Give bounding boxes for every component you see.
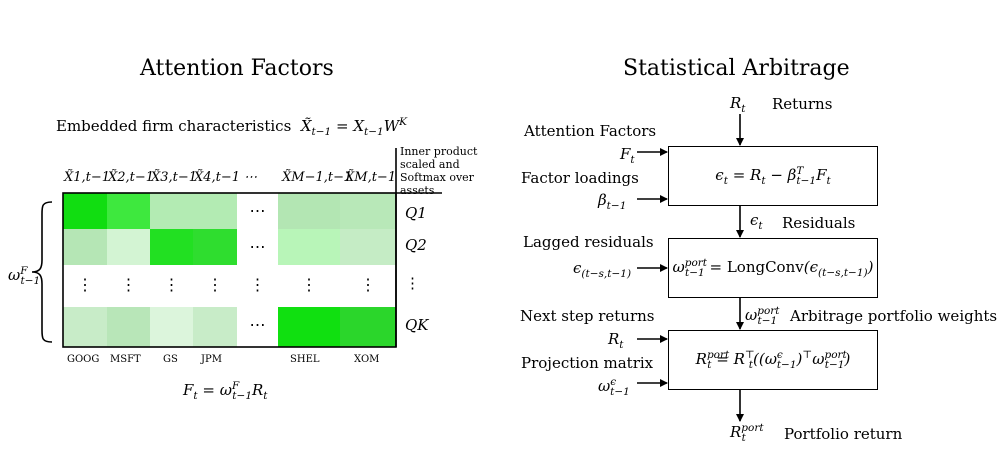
heatmap-cell <box>63 229 107 265</box>
heatmap-border <box>62 192 397 348</box>
heatmap-cell <box>107 307 150 347</box>
heatmap-cell <box>107 229 150 265</box>
heatmap-vdots: ⋮ <box>77 275 93 294</box>
heatmap-cell <box>193 193 237 229</box>
ticker-label: GOOG <box>67 354 100 365</box>
arbitrage-weights-label: Arbitrage portfolio weights <box>790 307 997 325</box>
heatmap-vdots: ⋮ <box>360 275 376 294</box>
heatmap-cell <box>150 193 193 229</box>
longconv-box: ωportt−1 = LongConv(ϵ(t−s,t−1)) <box>668 238 878 298</box>
heatmap-cell <box>278 229 340 265</box>
heatmap-vdots: ⋮ <box>207 275 223 294</box>
column-header: X̃3,t−1 <box>151 170 198 185</box>
heatmap-cell <box>150 229 193 265</box>
omega-port-symbol: ωportt−1 <box>745 305 780 327</box>
statistical-arbitrage-title: Statistical Arbitrage <box>623 56 850 81</box>
factor-equation: Ft = ωFt−1Rt <box>183 380 268 402</box>
column-header: X̃4,t−1 <box>194 170 241 185</box>
column-header: X̃M,t−1 <box>345 170 397 185</box>
ticker-label: JPM <box>201 354 222 365</box>
eps-residual-symbol: ϵt <box>750 211 763 232</box>
heatmap-hdots: ⋯ <box>249 237 266 256</box>
heatmap-cell <box>107 193 150 229</box>
column-header: X̃M−1,t−1 <box>282 170 353 185</box>
factor-loadings-label: Factor loadings <box>521 169 639 187</box>
heatmap-vdots: ⋮ <box>163 275 180 294</box>
heatmap-cell <box>340 193 396 229</box>
residuals-label: Residuals <box>782 214 856 232</box>
query-row-label: QK <box>405 316 429 334</box>
heatmap-cell <box>193 307 237 347</box>
ticker-label: SHEL <box>290 354 320 365</box>
heatmap-hdots: ⋯ <box>249 201 266 220</box>
embedded-firm-characteristics-label: Embedded firm characteristics X̃t−1 = Xt… <box>56 116 408 138</box>
heatmap-cell <box>278 193 340 229</box>
omega-eps-input-symbol: ωϵt−1 <box>598 376 630 398</box>
heatmap-cell <box>150 307 193 347</box>
next-step-returns-label: Next step returns <box>520 307 655 325</box>
query-row-label: Q2 <box>405 236 427 254</box>
query-row-label: ⋮ <box>405 274 420 292</box>
eps-lag-input-symbol: ϵ(t−s,t−1) <box>573 259 632 280</box>
ticker-label: XOM <box>354 354 380 365</box>
ticker-label: GS <box>163 354 178 365</box>
longconv-equation: ωportt−1 = LongConv(ϵ(t−s,t−1)) <box>672 257 874 279</box>
rt-port-output-symbol: Rportt <box>730 422 764 444</box>
lagged-residuals-label: Lagged residuals <box>523 233 654 251</box>
column-header: X̃2,t−1 <box>108 170 155 185</box>
heatmap-vdots: ⋮ <box>301 275 317 294</box>
heatmap-cell <box>278 307 340 347</box>
beta-input-symbol: βt−1 <box>598 191 627 212</box>
heatmap-hdots: ⋯ <box>249 315 266 334</box>
projection-matrix-label: Projection matrix <box>521 354 654 372</box>
residual-box: ϵt = Rt − βTt−1Ft <box>668 146 878 206</box>
heatmap-cell <box>340 307 396 347</box>
heatmap-cell <box>193 229 237 265</box>
portfolio-return-label: Portfolio return <box>784 425 903 443</box>
heatmap-vdots: ⋮ <box>249 275 266 294</box>
query-row-label: Q1 <box>405 204 427 222</box>
attention-factors-input-label: Attention Factors <box>524 122 657 140</box>
ticker-label: MSFT <box>110 354 141 365</box>
heatmap-cell <box>63 193 107 229</box>
ft-input-symbol: Ft <box>620 145 635 166</box>
heatmap-vdots: ⋮ <box>120 275 137 294</box>
inner-product-note: Inner product scaled and Softmax over as… <box>400 145 478 197</box>
portfolio-return-box: Rportt = R⊤t((ωϵt−1)⊤ωportt−1) <box>668 330 878 390</box>
omega-f-label: ωFt−1 <box>8 265 41 287</box>
residual-equation: ϵt = Rt − βTt−1Ft <box>715 165 831 187</box>
column-header: X̃1,t−1 <box>64 170 111 185</box>
returns-label: Returns <box>772 95 833 113</box>
portfolio-return-equation: Rportt = R⊤t((ωϵt−1)⊤ωportt−1) <box>695 349 851 371</box>
returns-rt-symbol: Rt <box>730 94 746 115</box>
omega-brace <box>31 201 53 343</box>
attention-factors-title: Attention Factors <box>140 56 334 81</box>
heatmap-cell <box>340 229 396 265</box>
column-header: ⋯ <box>244 170 257 185</box>
heatmap-cell <box>63 307 107 347</box>
rt-next-input-symbol: Rt <box>608 330 624 351</box>
